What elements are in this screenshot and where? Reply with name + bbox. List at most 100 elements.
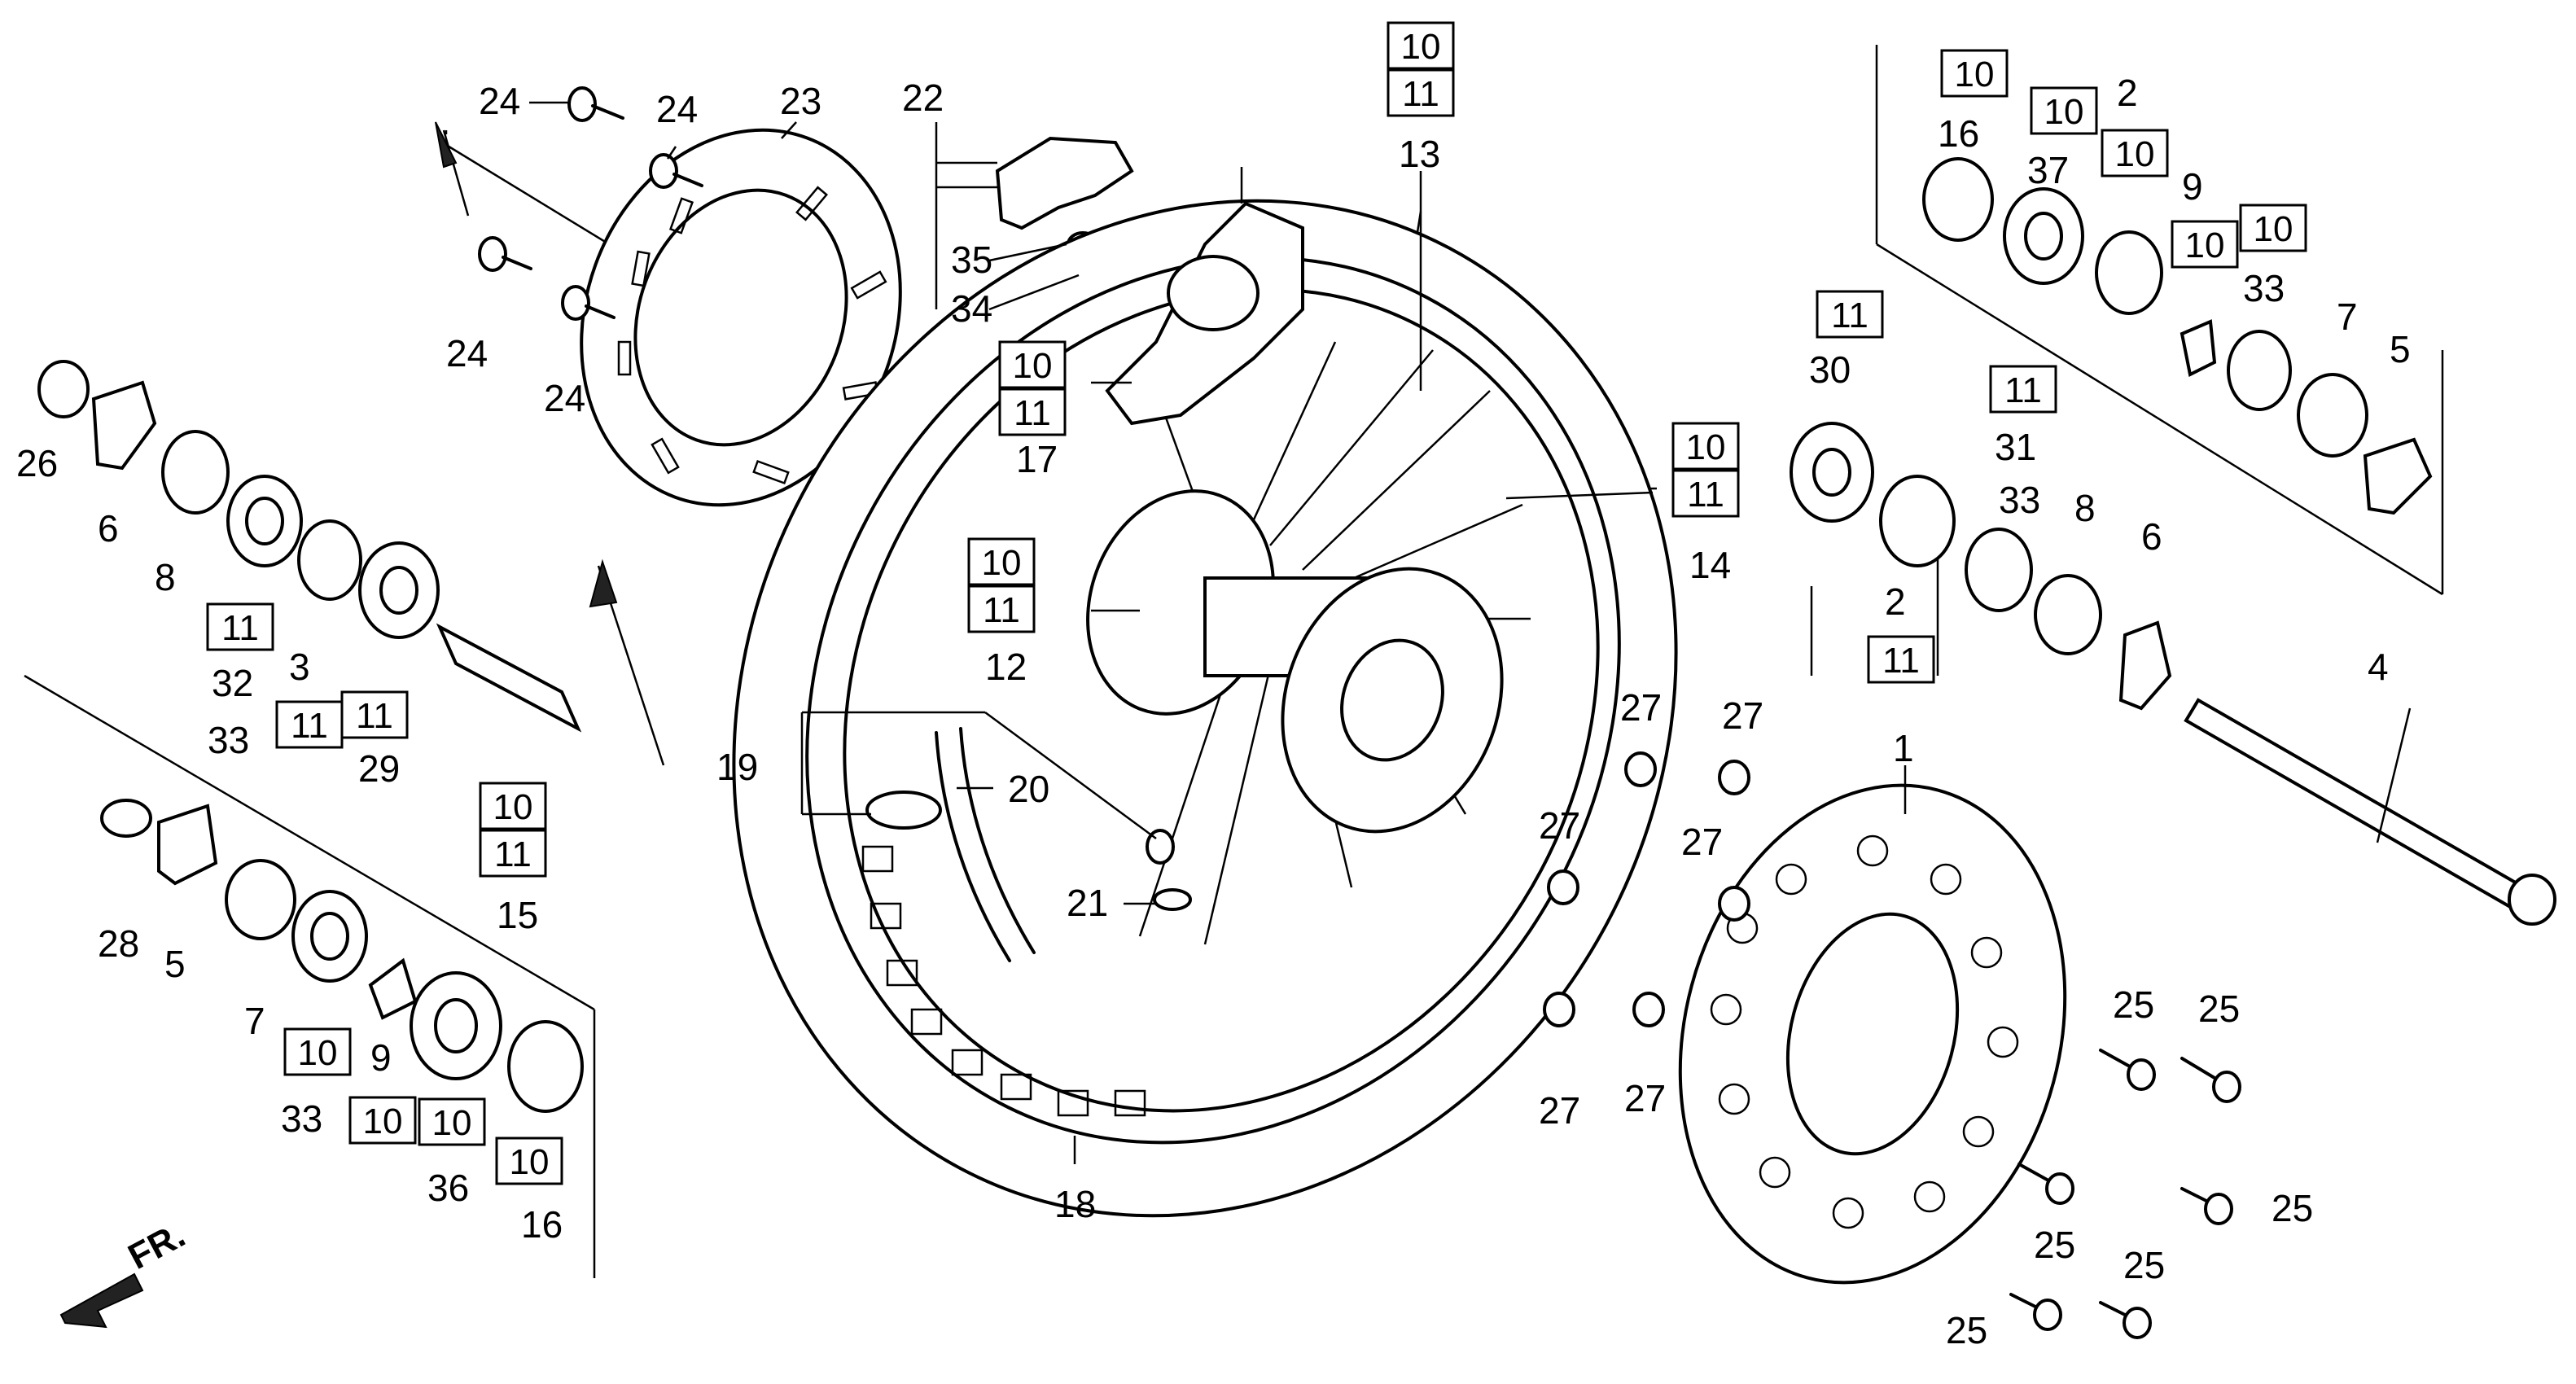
callout-37: 37: [2027, 149, 2069, 191]
svg-text:10: 10: [2115, 134, 2155, 174]
callout-5: 5: [2390, 328, 2411, 370]
callout-25: 25: [2198, 988, 2240, 1030]
ref-box: 10: [1940, 49, 2009, 98]
brake-caliper: [1105, 201, 1304, 426]
callout-26: 26: [16, 442, 58, 484]
sprocket-nuts: [1543, 751, 1750, 1027]
rear-sprocket: [1678, 783, 2067, 1285]
svg-text:10: 10: [432, 1103, 472, 1143]
callout-3: 3: [289, 646, 310, 688]
callout-6: 6: [2141, 515, 2162, 558]
callout-7: 7: [244, 1000, 265, 1042]
svg-text:11: 11: [983, 590, 1020, 630]
callout-27: 27: [1624, 1077, 1666, 1119]
callout-30: 30: [1809, 348, 1851, 391]
svg-text:10: 10: [1401, 27, 1441, 67]
ref-box: 10: [495, 1137, 563, 1185]
callout-24: 24: [479, 80, 520, 122]
ref-box: 11: [967, 585, 1036, 633]
svg-text:10: 10: [1013, 346, 1053, 386]
callout-15: 15: [497, 894, 538, 936]
callout-4: 4: [2368, 646, 2389, 688]
svg-text:11: 11: [1831, 296, 1868, 335]
svg-text:10: 10: [2185, 226, 2225, 265]
disc-bolts: [478, 86, 703, 321]
svg-text:11: 11: [1014, 393, 1051, 433]
callout-8: 8: [2074, 487, 2096, 529]
svg-text:10: 10: [982, 543, 1022, 583]
rear-hub: [1086, 489, 1504, 834]
ref-box: 10: [967, 537, 1036, 586]
callout-27: 27: [1539, 1089, 1580, 1132]
callout-9: 9: [2182, 165, 2203, 208]
callout-5: 5: [164, 943, 186, 985]
callout-18: 18: [1054, 1183, 1096, 1225]
left-axle-parts: [37, 360, 584, 1113]
front-arrow-icon: [59, 1272, 144, 1329]
callout-28: 28: [98, 922, 139, 965]
ref-box: 10: [479, 782, 547, 830]
callout-25: 25: [2113, 983, 2154, 1026]
callout-13: 13: [1399, 133, 1440, 175]
callout-25: 25: [1946, 1309, 1987, 1351]
svg-text:11: 11: [356, 696, 393, 736]
svg-text:10: 10: [2044, 92, 2084, 132]
boxed-references: 10 11 10 11 10 11 10 11 10 11 11 11 11 1…: [206, 21, 2307, 1185]
ref-box: 11: [1387, 68, 1455, 117]
callout-25: 25: [2034, 1224, 2075, 1266]
callout-27: 27: [1681, 821, 1723, 863]
callout-21: 21: [1067, 882, 1108, 924]
callouts: 24 24 23 22 24 24 35 34 13 17 26 6 8 32 …: [16, 72, 2411, 1351]
callout-27: 27: [1722, 694, 1763, 737]
svg-text:11: 11: [1402, 74, 1439, 114]
callout-24: 24: [446, 332, 488, 374]
callout-6: 6: [98, 507, 119, 550]
svg-text:10: 10: [510, 1142, 550, 1182]
ref-box: 11: [1867, 635, 1935, 684]
front-direction-indicator: FR.: [59, 1215, 192, 1329]
callout-27: 27: [1539, 804, 1580, 847]
front-label: FR.: [122, 1215, 192, 1277]
callout-29: 29: [358, 747, 400, 790]
svg-text:10: 10: [363, 1102, 403, 1141]
sprocket-bolts: [2009, 1049, 2241, 1339]
ref-box: 10: [2171, 220, 2239, 269]
callout-32: 32: [212, 662, 253, 704]
right-axle-parts: [1790, 157, 2556, 926]
callout-2: 2: [2117, 72, 2138, 114]
callout-20: 20: [1008, 768, 1049, 810]
callout-33: 33: [2243, 267, 2285, 309]
callout-27: 27: [1620, 686, 1662, 729]
callout-14: 14: [1689, 544, 1731, 586]
svg-text:11: 11: [494, 834, 532, 874]
callout-19: 19: [716, 746, 758, 788]
svg-text:10: 10: [2254, 209, 2293, 249]
svg-text:10: 10: [1686, 427, 1726, 467]
ref-box: 11: [206, 602, 274, 651]
svg-text:10: 10: [1955, 55, 1995, 94]
svg-text:10: 10: [298, 1033, 338, 1073]
ref-box: 10: [998, 340, 1067, 389]
callout-8: 8: [155, 556, 176, 598]
callout-1: 1: [1893, 727, 1914, 769]
svg-text:11: 11: [2004, 370, 2042, 410]
ref-box: 10: [2101, 129, 2169, 177]
svg-text:10: 10: [493, 787, 533, 827]
ref-box: 10: [348, 1096, 417, 1145]
svg-text:11: 11: [1687, 475, 1724, 515]
callout-9: 9: [370, 1036, 392, 1079]
callout-17: 17: [1016, 438, 1058, 480]
callout-23: 23: [780, 80, 821, 122]
brake-disc: [580, 128, 902, 507]
callout-7: 7: [2337, 296, 2358, 338]
callout-16: 16: [1938, 112, 1979, 155]
callout-12: 12: [985, 646, 1027, 688]
ref-box: 11: [275, 700, 344, 749]
callout-34: 34: [951, 287, 992, 330]
ref-box: 11: [1671, 469, 1740, 518]
leader-lines: [529, 101, 2412, 1164]
svg-text:11: 11: [221, 608, 259, 648]
rim-band-tube: [865, 727, 1192, 962]
callout-33: 33: [1999, 479, 2040, 521]
